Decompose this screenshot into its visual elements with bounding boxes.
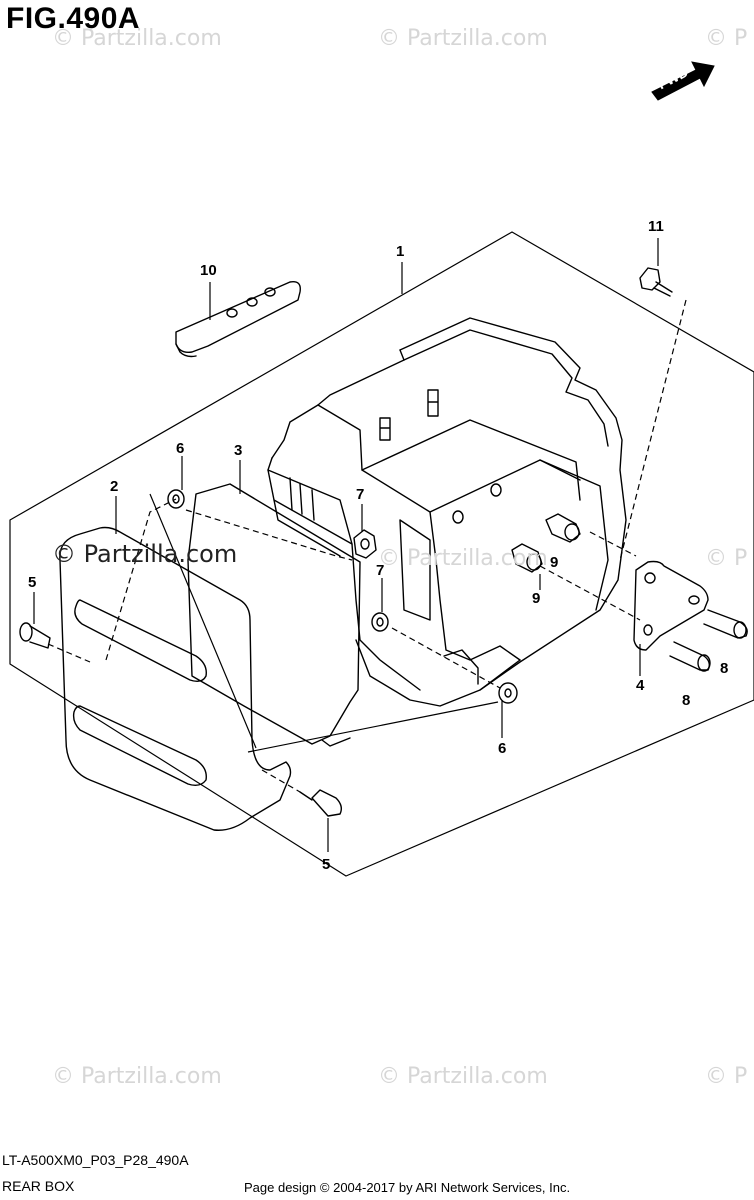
fwd-arrow bbox=[651, 61, 715, 101]
reflector-lid-part-2 bbox=[59, 526, 292, 831]
watermark-bottom-left: © Partzilla.com bbox=[52, 1064, 222, 1089]
callout-6-upper: 6 bbox=[176, 440, 185, 457]
grommet-part-7-upper bbox=[353, 529, 377, 559]
callout-8-lower: 8 bbox=[682, 692, 691, 709]
page-credit: Page design © 2004-2017 by ARI Network S… bbox=[244, 1180, 571, 1195]
callout-7-upper: 7 bbox=[356, 486, 365, 503]
collar-part-9-upper bbox=[545, 513, 581, 543]
callout-6-lower: 6 bbox=[498, 740, 507, 757]
callout-7-lower: 7 bbox=[376, 562, 385, 579]
watermark-bottom-right: © P bbox=[705, 1064, 748, 1089]
bracket-part-4 bbox=[633, 560, 709, 651]
figure-title: FIG.490A bbox=[6, 2, 141, 35]
screw-part-5-left bbox=[19, 622, 51, 649]
box-body-part-1 bbox=[267, 317, 627, 747]
watermark-top-center: © Partzilla.com bbox=[378, 26, 548, 51]
screw-part-5-right bbox=[299, 789, 343, 817]
bolt-part-11 bbox=[639, 267, 673, 297]
callout-11: 11 bbox=[648, 218, 664, 235]
strap-part-10 bbox=[175, 281, 301, 358]
watermark-bottom-center: © Partzilla.com bbox=[378, 1064, 548, 1089]
callout-1: 1 bbox=[396, 243, 405, 260]
callout-5-right: 5 bbox=[322, 856, 331, 873]
collar-part-9-lower bbox=[511, 543, 543, 573]
callout-10: 10 bbox=[200, 262, 217, 279]
assembly-outline bbox=[9, 231, 754, 877]
watermark-center: © Partzilla.com bbox=[378, 546, 548, 571]
watermark-top-left: © Partzilla.com bbox=[52, 26, 222, 51]
bolt-part-8-lower bbox=[669, 641, 711, 672]
callout-2: 2 bbox=[110, 478, 119, 495]
watermark-middle-right: © P bbox=[705, 546, 748, 571]
diagram-code: LT-A500XM0_P03_P28_490A bbox=[2, 1152, 189, 1168]
callout-4: 4 bbox=[636, 677, 645, 694]
gasket-part-3 bbox=[187, 483, 361, 745]
callout-5-left: 5 bbox=[28, 574, 37, 591]
watermark-center-left: © Partzilla.com bbox=[52, 540, 238, 568]
callout-3: 3 bbox=[234, 442, 243, 459]
nut-part-6-upper bbox=[167, 489, 185, 509]
diagram-name: REAR BOX bbox=[2, 1178, 75, 1194]
callout-8-upper: 8 bbox=[720, 660, 729, 677]
nut-part-6-lower bbox=[498, 682, 518, 704]
bolt-part-8-upper bbox=[703, 609, 748, 639]
callout-9-upper: 9 bbox=[550, 554, 559, 571]
callout-9-lower: 9 bbox=[532, 590, 541, 607]
watermark-top-right: © P bbox=[705, 26, 748, 51]
grommet-part-7-lower bbox=[371, 612, 389, 632]
